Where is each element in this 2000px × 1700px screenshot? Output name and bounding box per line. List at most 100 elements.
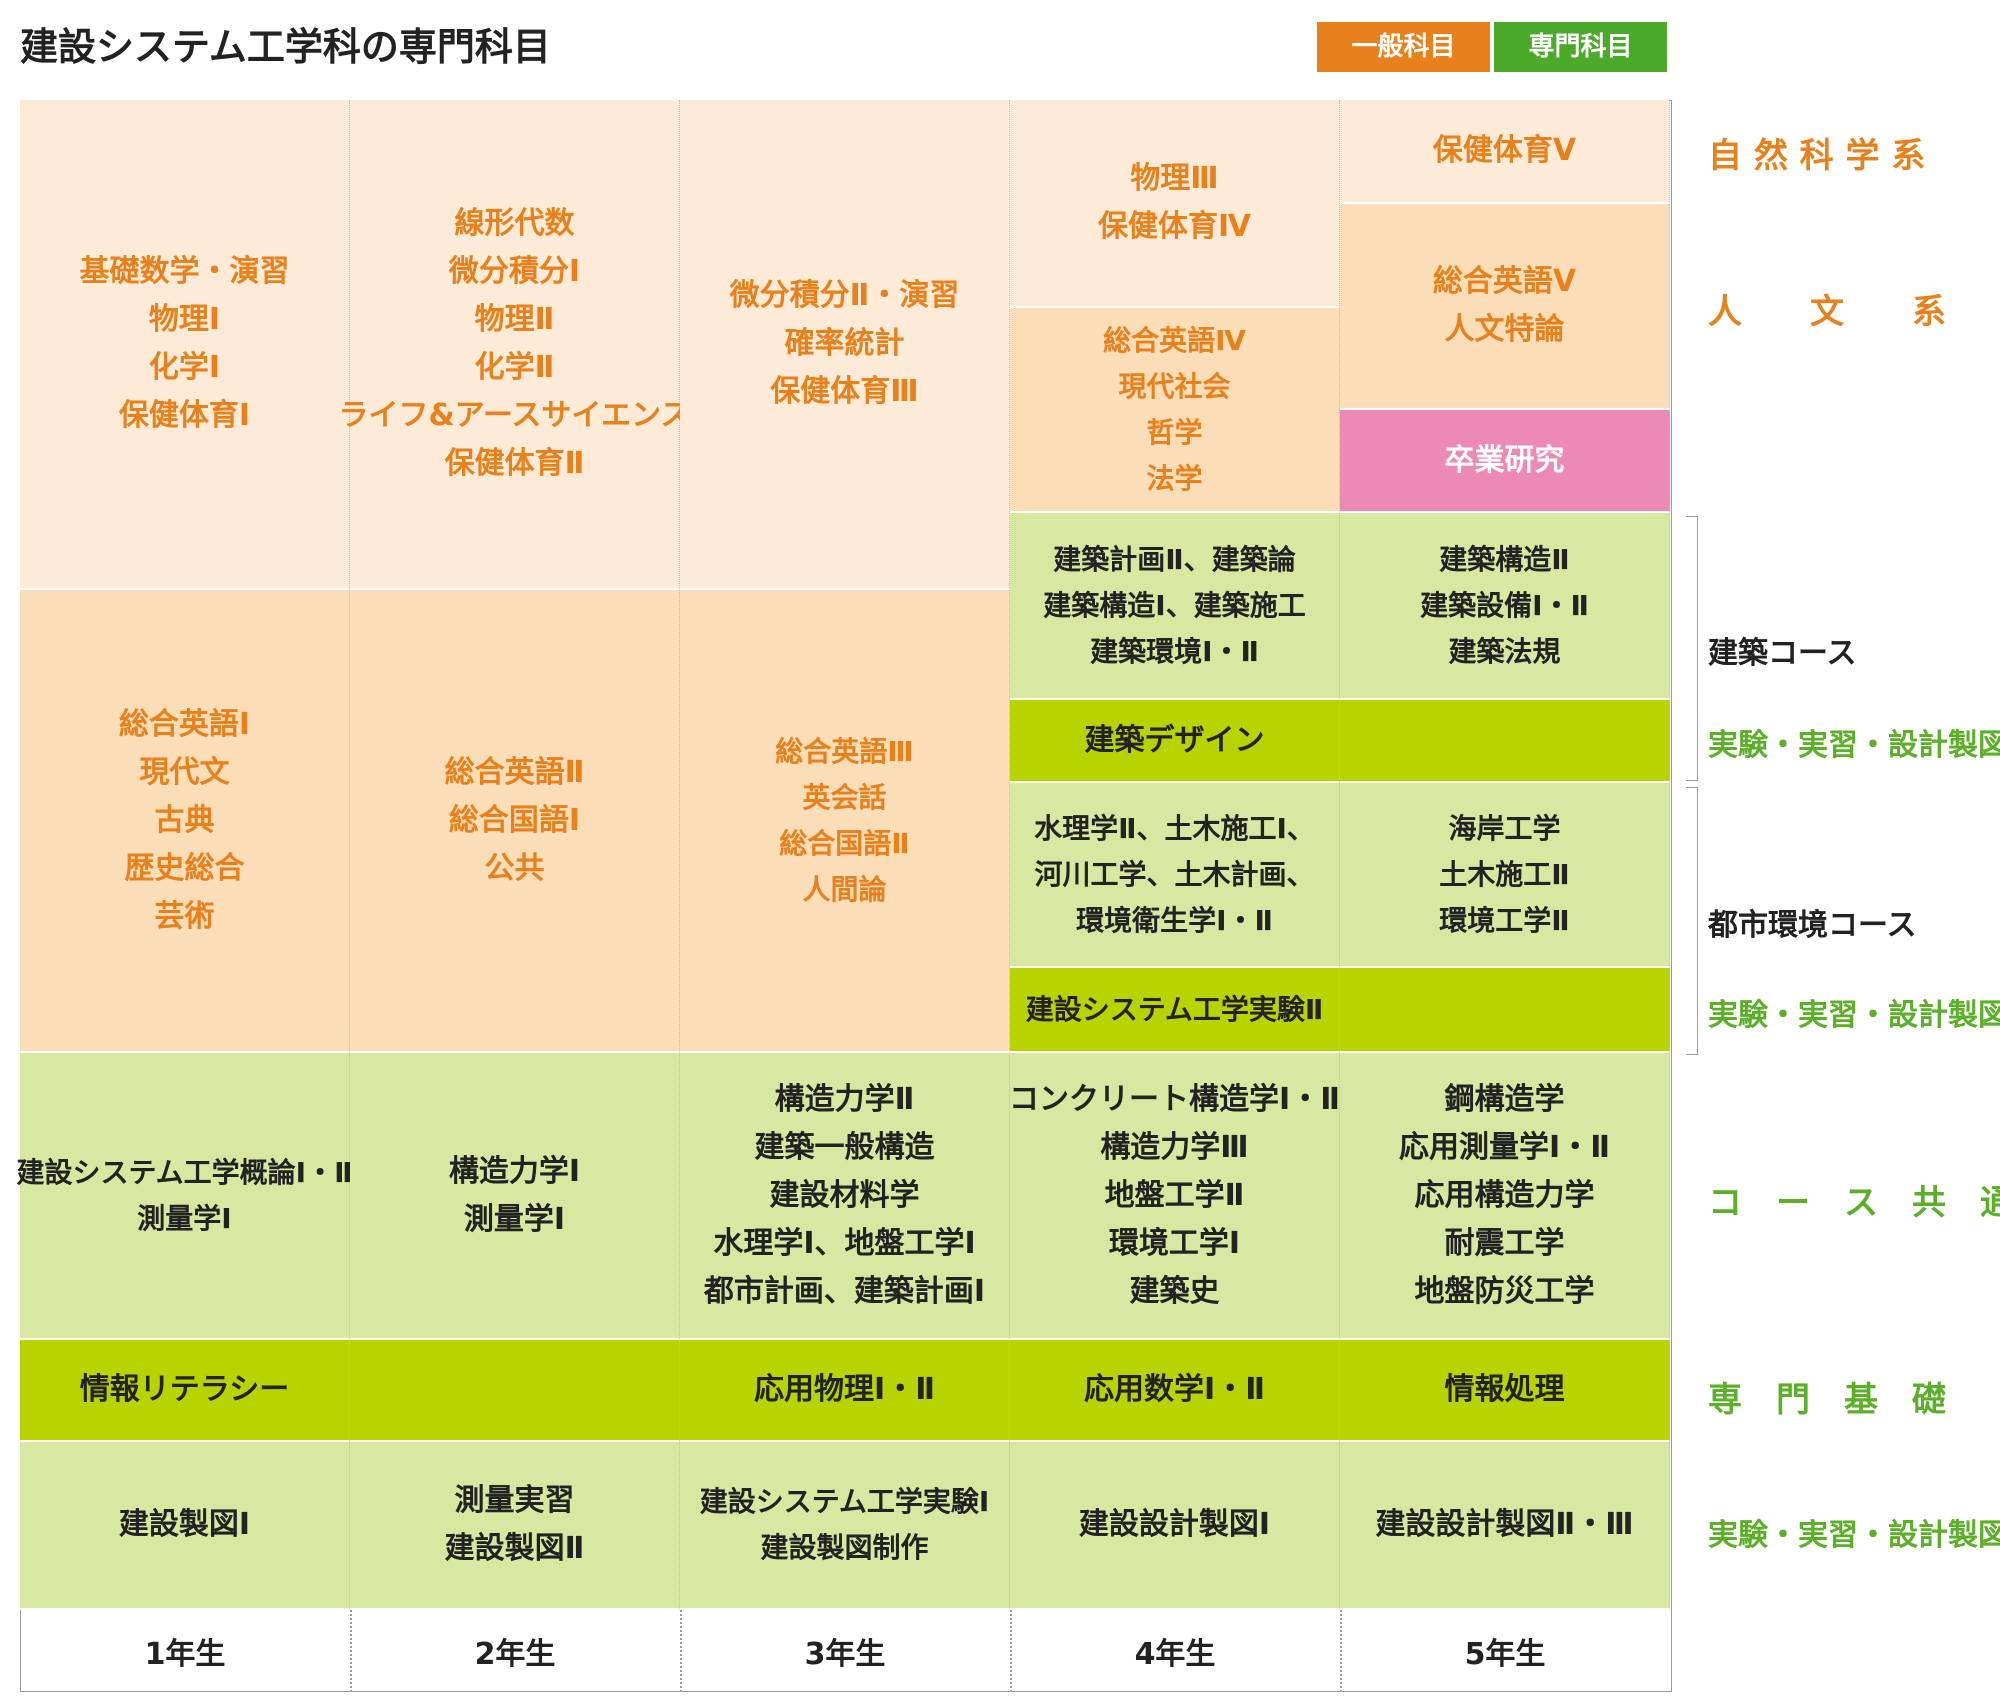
- course-name: 保健体育Ⅱ: [444, 446, 585, 481]
- course-name: 鋼構造学: [1444, 1081, 1565, 1117]
- course-name: 物理Ⅰ: [148, 302, 221, 337]
- page-title: 建設システム工学科の専門科目: [20, 25, 551, 69]
- course-name: 都市計画、建築計画Ⅰ: [703, 1273, 986, 1309]
- course-name: 環境衛生学Ⅰ・Ⅱ: [1076, 903, 1273, 937]
- side-label-arch-lab: 実験・実習・設計製図: [1708, 728, 2000, 763]
- course-name: 水理学Ⅱ、土木施工Ⅰ、: [1034, 811, 1315, 845]
- legend-special: 専門科目: [1494, 22, 1667, 72]
- year-label-4: 4年生: [1134, 1637, 1216, 1672]
- course-name: 保健体育Ⅲ: [770, 374, 919, 409]
- course-name: 総合国語Ⅱ: [779, 826, 910, 860]
- course-name: 人間論: [802, 872, 887, 906]
- course-name: 建設製図Ⅰ: [118, 1507, 251, 1542]
- course-cell-y4-arch-lab: 建築デザイン: [1010, 700, 1340, 783]
- year-divider: [1010, 1610, 1012, 1692]
- course-name: 物理Ⅲ: [1130, 161, 1219, 196]
- side-label-natural-science: 自 然 科 学 系: [1708, 136, 1926, 176]
- course-cell-y4-lab: 建設設計製図Ⅰ: [1010, 1442, 1340, 1610]
- course-name: 情報処理: [1444, 1372, 1565, 1407]
- course-name: 建築法規: [1448, 634, 1561, 668]
- course-name: 建築デザイン: [1084, 722, 1265, 758]
- course-name: 建築設備Ⅰ・Ⅱ: [1420, 588, 1589, 622]
- course-name: 英会話: [802, 780, 887, 814]
- course-name: 化学Ⅱ: [474, 350, 555, 385]
- side-label-urban-course: 都市環境コース: [1708, 908, 1917, 943]
- course-name: コンクリート構造学Ⅰ・Ⅱ: [1009, 1081, 1340, 1117]
- course-cell-y3-basic: 応用物理Ⅰ・Ⅱ: [680, 1340, 1010, 1442]
- course-name: 建築計画Ⅱ、建築論: [1053, 542, 1296, 576]
- course-name: 芸術: [154, 898, 215, 934]
- course-name: 建築一般構造: [754, 1129, 935, 1165]
- year-label-3: 3年生: [804, 1637, 886, 1672]
- course-name: 保健体育Ⅴ: [1432, 133, 1577, 168]
- course-cell-y1-common: 建設システム工学概論Ⅰ・Ⅱ 測量学Ⅰ: [16, 1053, 353, 1340]
- course-name: 微分積分Ⅰ: [448, 254, 581, 289]
- course-name: 土木施工Ⅱ: [1439, 857, 1570, 891]
- course-cell-y1-basic: 情報リテラシー: [20, 1340, 350, 1442]
- course-name: 河川工学、土木計画、: [1034, 857, 1315, 891]
- urban-course-bracket: [1686, 787, 1698, 1055]
- course-name: 線形代数: [454, 206, 575, 241]
- year-label-1: 1年生: [144, 1637, 226, 1672]
- course-name: 保健体育Ⅰ: [118, 398, 251, 433]
- course-name: 総合英語Ⅴ: [1432, 264, 1577, 299]
- course-name: 微分積分Ⅱ・演習: [729, 278, 960, 313]
- side-label-lab: 実験・実習・設計製図: [1708, 1518, 2000, 1553]
- course-name: 建設システム工学概論Ⅰ・Ⅱ: [16, 1155, 353, 1189]
- course-name: 耐震工学: [1444, 1225, 1565, 1261]
- course-name: 建設製図制作: [760, 1531, 929, 1564]
- course-name: 歴史総合: [124, 850, 245, 886]
- course-name: 現代社会: [1118, 369, 1231, 403]
- course-name: 公共: [484, 850, 545, 886]
- course-name: 建設設計製図Ⅰ: [1078, 1507, 1271, 1542]
- course-cell-y5-humanities: 総合英語Ⅴ 人文特論: [1340, 204, 1670, 410]
- side-label-humanities: 人 文 系: [1708, 292, 1946, 332]
- course-name: 情報リテラシー: [79, 1372, 290, 1407]
- course-cell-y4-arch: 建築計画Ⅱ、建築論建築構造Ⅰ、建築施工建築環境Ⅰ・Ⅱ: [1010, 513, 1340, 700]
- course-name: 建築環境Ⅰ・Ⅱ: [1090, 634, 1259, 668]
- course-cell-y4-basic: 応用数学Ⅰ・Ⅱ: [1010, 1340, 1340, 1442]
- side-label-arch-course: 建築コース: [1708, 636, 1857, 671]
- course-name: 化学Ⅰ: [148, 350, 221, 385]
- course-name: 測量学Ⅰ: [137, 1201, 232, 1235]
- course-name: 建設設計製図Ⅱ・Ⅲ: [1375, 1507, 1634, 1542]
- course-cell-y5-arch-lab: [1340, 700, 1670, 783]
- course-name: 保健体育Ⅳ: [1098, 209, 1251, 244]
- course-name: 哲学: [1146, 415, 1203, 449]
- course-name: 応用数学Ⅰ・Ⅱ: [1084, 1372, 1265, 1407]
- legend-general: 一般科目: [1317, 22, 1490, 72]
- course-name: 地盤工学Ⅱ: [1104, 1177, 1245, 1213]
- course-name: ライフ&アースサイエンス: [338, 398, 691, 433]
- side-label-common: コ ー ス 共 通: [1708, 1183, 2000, 1223]
- course-name: 建設材料学: [769, 1177, 920, 1213]
- course-name: 人文特論: [1444, 312, 1565, 347]
- course-name: 古典: [154, 802, 215, 838]
- course-cell-y4-urban-lab: 建設システム工学実験Ⅱ: [1010, 968, 1340, 1053]
- course-cell-y4-natural: 物理Ⅲ 保健体育Ⅳ: [1010, 100, 1340, 308]
- course-name: 建設システム工学実験Ⅰ: [699, 1485, 990, 1518]
- course-cell-y5-basic: 情報処理: [1340, 1340, 1670, 1442]
- course-cell-y3-natural: 微分積分Ⅱ・演習確率統計保健体育Ⅲ: [680, 100, 1010, 590]
- year-divider: [1340, 1610, 1342, 1692]
- course-name: 法学: [1146, 461, 1203, 495]
- course-name: 応用測量学Ⅰ・Ⅱ: [1399, 1129, 1610, 1165]
- course-name: 基礎数学・演習: [79, 254, 290, 289]
- course-name: 構造力学Ⅲ: [1100, 1129, 1249, 1165]
- course-name: 測量学Ⅰ: [463, 1201, 566, 1237]
- course-name: 環境工学Ⅰ: [1108, 1225, 1241, 1261]
- year-divider: [680, 1610, 682, 1692]
- course-name: 測量実習: [454, 1483, 575, 1518]
- course-name: 構造力学Ⅱ: [774, 1081, 915, 1117]
- course-name: 地盤防災工学: [1414, 1273, 1595, 1309]
- course-name: 環境工学Ⅱ: [1439, 903, 1570, 937]
- course-name: 物理Ⅱ: [474, 302, 555, 337]
- side-label-basic: 専 門 基 礎: [1708, 1380, 1946, 1420]
